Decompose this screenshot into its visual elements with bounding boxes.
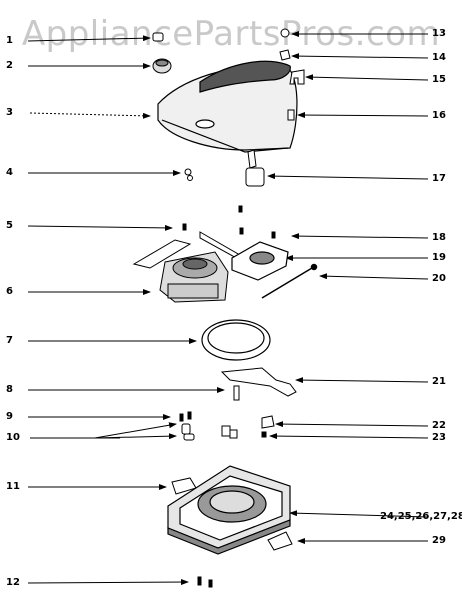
part-6-motor xyxy=(132,231,241,303)
part-8-screw xyxy=(233,385,240,401)
callout-29: 29 xyxy=(432,535,446,546)
part-17-switch xyxy=(245,149,265,187)
part-4-clip xyxy=(184,168,193,181)
callout-20: 20 xyxy=(432,273,446,284)
callout-24-28: 24,25,26,27,28 xyxy=(380,511,462,522)
callout-5: 5 xyxy=(6,220,13,231)
leader-lines-left xyxy=(27,35,225,586)
callout-10: 10 xyxy=(6,432,20,443)
part-13 xyxy=(280,28,290,38)
part-20-rod xyxy=(261,263,318,299)
callout-4: 4 xyxy=(6,167,13,178)
part-3-cover xyxy=(157,60,298,153)
callout-8: 8 xyxy=(6,384,13,395)
part-1-knob xyxy=(152,32,164,42)
callout-9: 9 xyxy=(6,411,13,422)
callout-16: 16 xyxy=(432,110,446,121)
part-29-wedge xyxy=(267,531,293,551)
callout-3: 3 xyxy=(6,107,13,118)
callout-12: 12 xyxy=(6,577,20,588)
callout-22: 22 xyxy=(432,420,446,431)
part-18-screws xyxy=(238,205,276,239)
callout-18: 18 xyxy=(432,232,446,243)
callout-6: 6 xyxy=(6,286,13,297)
callout-11: 11 xyxy=(6,481,20,492)
callout-7: 7 xyxy=(6,335,13,346)
callout-14: 14 xyxy=(432,52,446,63)
part-5-screw xyxy=(182,223,187,231)
part-7-disc xyxy=(201,319,271,361)
callout-23: 23 xyxy=(432,432,446,443)
part-9-10-fasteners xyxy=(179,411,238,441)
part-15-bracket xyxy=(289,69,305,85)
callout-19: 19 xyxy=(432,252,446,263)
callout-21: 21 xyxy=(432,376,446,387)
part-21-lever xyxy=(220,367,297,397)
part-12-screws xyxy=(197,576,213,588)
callout-2: 2 xyxy=(6,60,13,71)
callout-15: 15 xyxy=(432,74,446,85)
callout-1: 1 xyxy=(6,35,13,46)
part-2-cap xyxy=(152,58,172,74)
callout-13: 13 xyxy=(432,28,446,39)
callout-17: 17 xyxy=(432,173,446,184)
part-16-pin xyxy=(287,109,295,121)
part-14-clip xyxy=(279,49,291,61)
leader-lines-right xyxy=(267,31,429,544)
part-19-filter-block xyxy=(231,241,289,281)
part-22-23 xyxy=(261,415,275,438)
part-24-28-base xyxy=(167,465,291,555)
